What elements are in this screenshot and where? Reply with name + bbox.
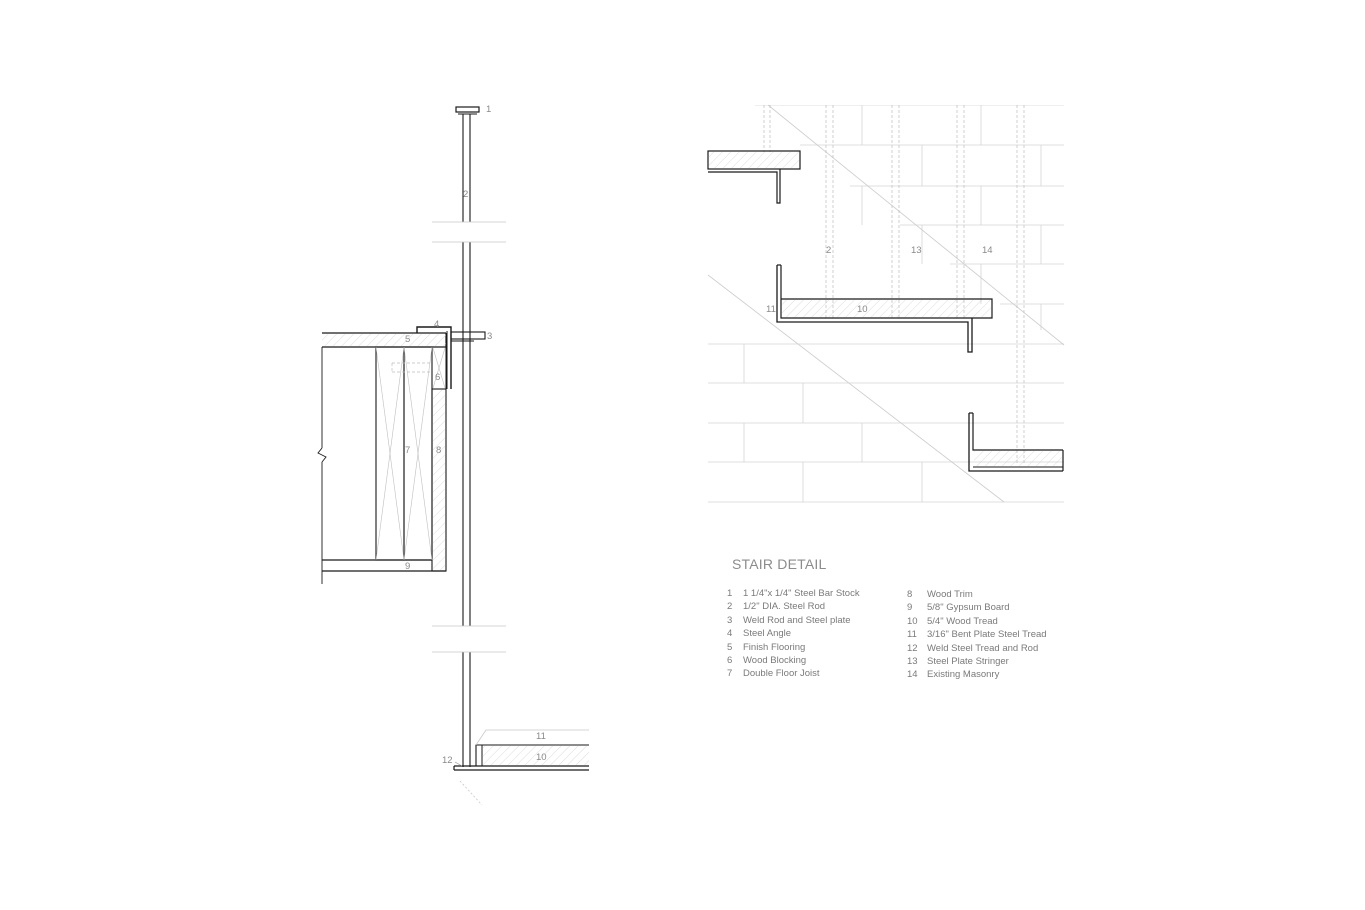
- legend-title: STAIR DETAIL: [732, 556, 827, 572]
- steel-rod: [462, 114, 471, 767]
- callout-10: 10: [536, 752, 547, 763]
- callout-8: 8: [436, 445, 441, 456]
- railing-section-view: 1 2 3 4 5 6 7 8 9 10 11 12: [317, 104, 589, 806]
- callout-12: 12: [442, 755, 453, 766]
- callout-2: 2: [463, 189, 468, 200]
- elev-callout-11: 11: [766, 304, 776, 315]
- elev-callout-2: 2: [826, 245, 831, 256]
- callout-4: 4: [434, 319, 439, 330]
- callout-7: 7: [405, 445, 410, 456]
- callout-11: 11: [536, 731, 546, 742]
- callout-6: 6: [435, 372, 440, 383]
- floor-assembly: [322, 326, 486, 572]
- upper-tread: [707, 150, 801, 204]
- callout-1: 1: [486, 104, 491, 115]
- callout-3: 3: [487, 331, 492, 342]
- callout-5: 5: [405, 334, 410, 345]
- steel-bar-stock: [455, 106, 480, 113]
- elev-callout-10: 10: [857, 304, 868, 315]
- stair-elevation-view: 2 13 14 11 10: [707, 104, 1065, 503]
- lower-tread: [968, 412, 1064, 472]
- steel-plate-stringer: [707, 104, 1065, 503]
- elev-callout-14: 14: [982, 245, 993, 256]
- bottom-tread: [453, 744, 589, 771]
- elev-callout-13: 13: [911, 245, 922, 256]
- callout-9: 9: [405, 561, 410, 572]
- middle-tread: [776, 264, 993, 353]
